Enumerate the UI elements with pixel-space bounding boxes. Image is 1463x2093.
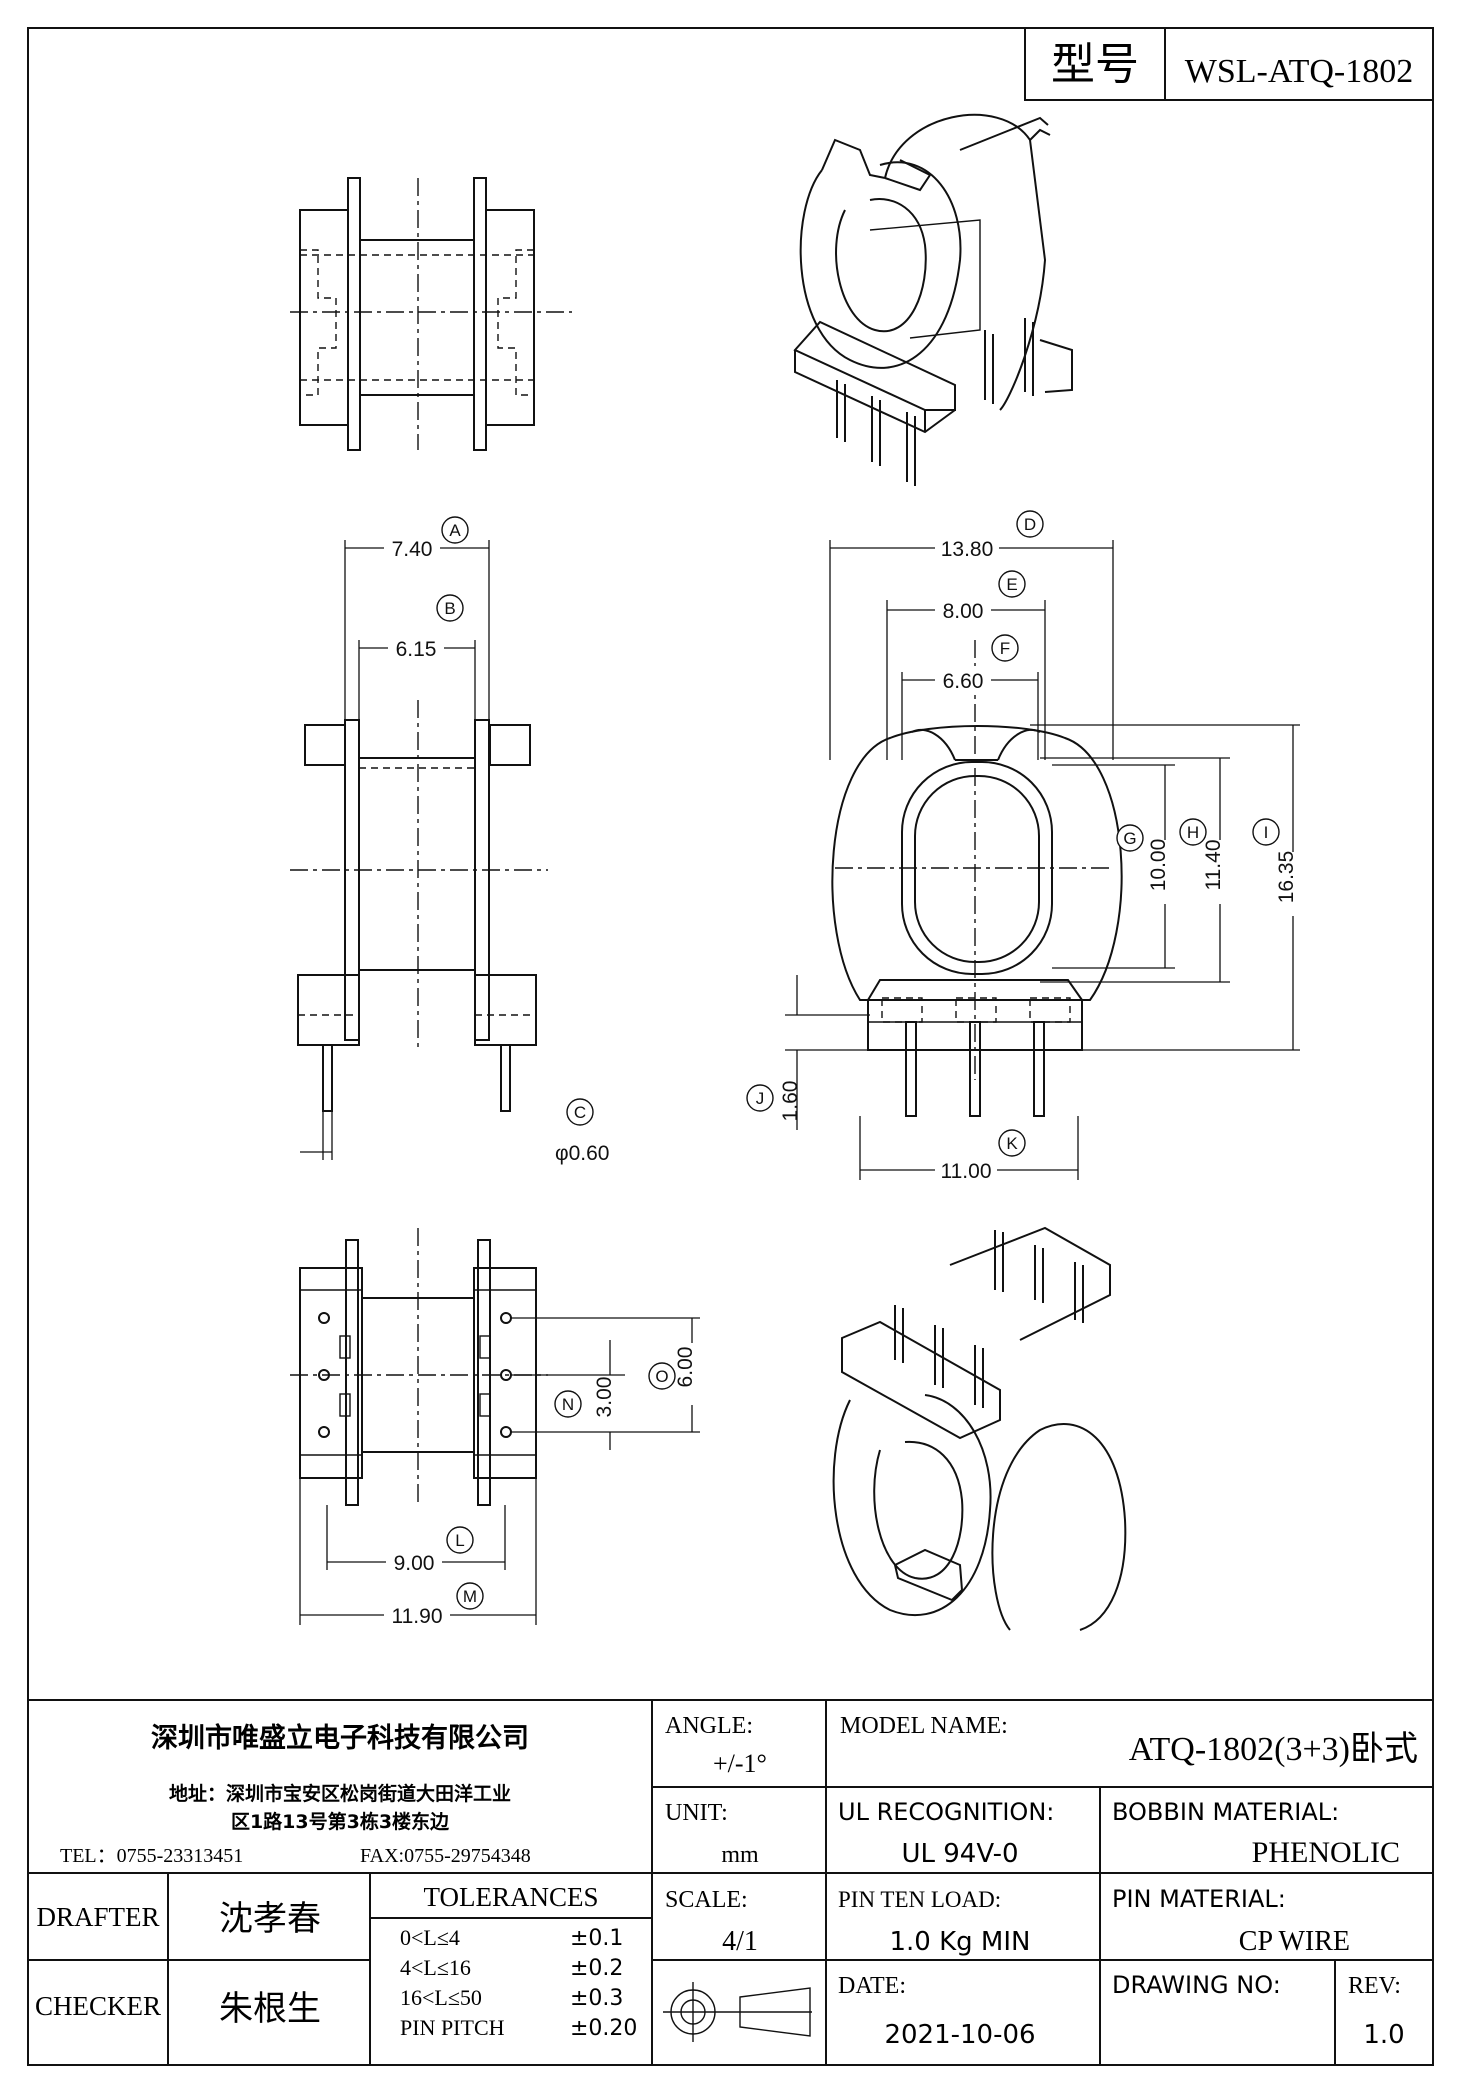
svg-text:J: J	[756, 1089, 765, 1108]
tol-value-2: ±0.2	[570, 1956, 623, 1981]
tol-range-1: 0<L≤4	[400, 1925, 460, 1950]
ul-value: UL 94V-0	[901, 1839, 1018, 1869]
pin-ten-value: 1.0 Kg MIN	[890, 1927, 1031, 1957]
bobbin-label: BOBBIN MATERIAL:	[1112, 1798, 1339, 1826]
svg-text:K: K	[1006, 1134, 1018, 1153]
top-view	[290, 177, 572, 451]
bubble-l: L	[446, 1526, 474, 1554]
dim-n: 3.00	[593, 1377, 616, 1418]
company-name: 深圳市唯盛立电子科技有限公司	[151, 1722, 529, 1754]
date-value: 2021-10-06	[884, 2020, 1035, 2050]
bubble-e: E	[998, 570, 1026, 598]
dim-g: 10.00	[1147, 839, 1170, 892]
dim-m: 11.90	[392, 1605, 443, 1628]
svg-text:C: C	[574, 1103, 586, 1122]
bubble-g: G	[1116, 824, 1144, 852]
svg-text:N: N	[562, 1395, 574, 1414]
bottom-view	[290, 1228, 548, 1506]
model-name-value: ATQ-1802(3+3)卧式	[1129, 1731, 1418, 1768]
drafter-value: 沈孝春	[219, 1899, 321, 1939]
bubble-f: F	[991, 634, 1019, 662]
bubble-j: J	[746, 1084, 774, 1112]
dim-d: 13.80	[941, 538, 994, 561]
tol-range-4: PIN PITCH	[400, 2015, 505, 2040]
dim-f: 6.60	[943, 670, 984, 693]
drawing-no-label: DRAWING NO:	[1112, 1971, 1281, 1999]
svg-text:M: M	[463, 1587, 477, 1606]
svg-text:A: A	[449, 521, 461, 540]
angle-label: ANGLE:	[665, 1713, 753, 1739]
model-box: 型号 WSL-ATQ-1802	[1024, 27, 1434, 101]
svg-text:D: D	[1024, 515, 1036, 534]
drawing-frame	[27, 27, 1434, 2066]
dim-i: 16.35	[1275, 851, 1298, 904]
bubble-k: K	[998, 1129, 1026, 1157]
bubble-c: C	[566, 1098, 594, 1126]
svg-text:G: G	[1123, 829, 1136, 848]
address-line-2: 区1路13号第3栋3楼东边	[231, 1810, 450, 1833]
bubble-b: B	[436, 594, 464, 622]
svg-text:L: L	[455, 1531, 464, 1550]
bubble-h: H	[1179, 818, 1207, 846]
tolerances-label: TOLERANCES	[423, 1882, 598, 1912]
bubble-a: A	[441, 516, 469, 544]
date-label: DATE:	[838, 1973, 906, 1999]
bubble-m: M	[456, 1582, 484, 1610]
iso-view-top	[793, 113, 1073, 486]
rev-value: 1.0	[1363, 2020, 1404, 2050]
checker-value: 朱根生	[219, 1989, 321, 2029]
pin-ten-label: PIN TEN LOAD:	[838, 1887, 1001, 1912]
fax: FAX:0755-29754348	[360, 1845, 531, 1867]
svg-text:O: O	[655, 1367, 668, 1386]
svg-text:F: F	[1000, 639, 1010, 658]
dim-c: φ0.60	[555, 1142, 610, 1165]
unit-label: UNIT:	[665, 1800, 728, 1826]
dim-h: 11.40	[1202, 840, 1225, 891]
tol-value-3: ±0.3	[570, 1986, 623, 2011]
tol-range-2: 4<L≤16	[400, 1955, 471, 1980]
dim-a: 7.40	[392, 538, 433, 561]
svg-text:I: I	[1264, 823, 1269, 842]
dim-k: 11.00	[941, 1160, 992, 1183]
dim-l: 9.00	[394, 1552, 435, 1575]
title-block	[28, 1699, 1433, 2065]
svg-text:E: E	[1006, 575, 1017, 594]
drafter-label: DRAFTER	[36, 1902, 159, 1932]
dim-e: 8.00	[943, 600, 984, 623]
model-name-label: MODEL NAME:	[840, 1713, 1008, 1739]
bobbin-value: PHENOLIC	[1252, 1836, 1400, 1869]
scale-value: 4/1	[722, 1926, 758, 1957]
unit-value: mm	[721, 1842, 759, 1868]
bubble-o: O	[648, 1362, 676, 1390]
pin-material-value: CP WIRE	[1239, 1926, 1350, 1957]
model-box-label: 型号	[1051, 39, 1139, 90]
rev-label: REV:	[1348, 1973, 1401, 1999]
dim-j: 1.60	[779, 1081, 802, 1122]
dim-b: 6.15	[396, 638, 437, 661]
bubble-i: I	[1252, 818, 1280, 846]
tol-range-3: 16<L≤50	[400, 1985, 482, 2010]
ul-label: UL RECOGNITION:	[838, 1798, 1054, 1826]
tol-value-4: ±0.20	[570, 2016, 637, 2041]
dimension-bubbles: A B C D E F G H I J K L M N O	[436, 510, 1280, 1610]
checker-label: CHECKER	[35, 1991, 161, 2021]
iso-view-bottom	[832, 1226, 1127, 1631]
angle-value: +/-1°	[713, 1749, 767, 1778]
pin-material-label: PIN MATERIAL:	[1112, 1885, 1286, 1913]
address-line-1: 地址：深圳市宝安区松岗街道大田洋工业	[169, 1782, 511, 1805]
svg-text:H: H	[1187, 823, 1199, 842]
bubble-d: D	[1016, 510, 1044, 538]
svg-text:B: B	[444, 599, 455, 618]
tol-value-1: ±0.1	[570, 1926, 623, 1951]
dim-o: 6.00	[674, 1347, 697, 1388]
tel: TEL：0755-23313451	[60, 1845, 243, 1867]
front-view	[831, 640, 1123, 1117]
model-box-value: WSL-ATQ-1802	[1185, 53, 1414, 90]
scale-label: SCALE:	[665, 1887, 748, 1913]
side-view	[290, 700, 548, 1112]
bubble-n: N	[554, 1390, 582, 1418]
